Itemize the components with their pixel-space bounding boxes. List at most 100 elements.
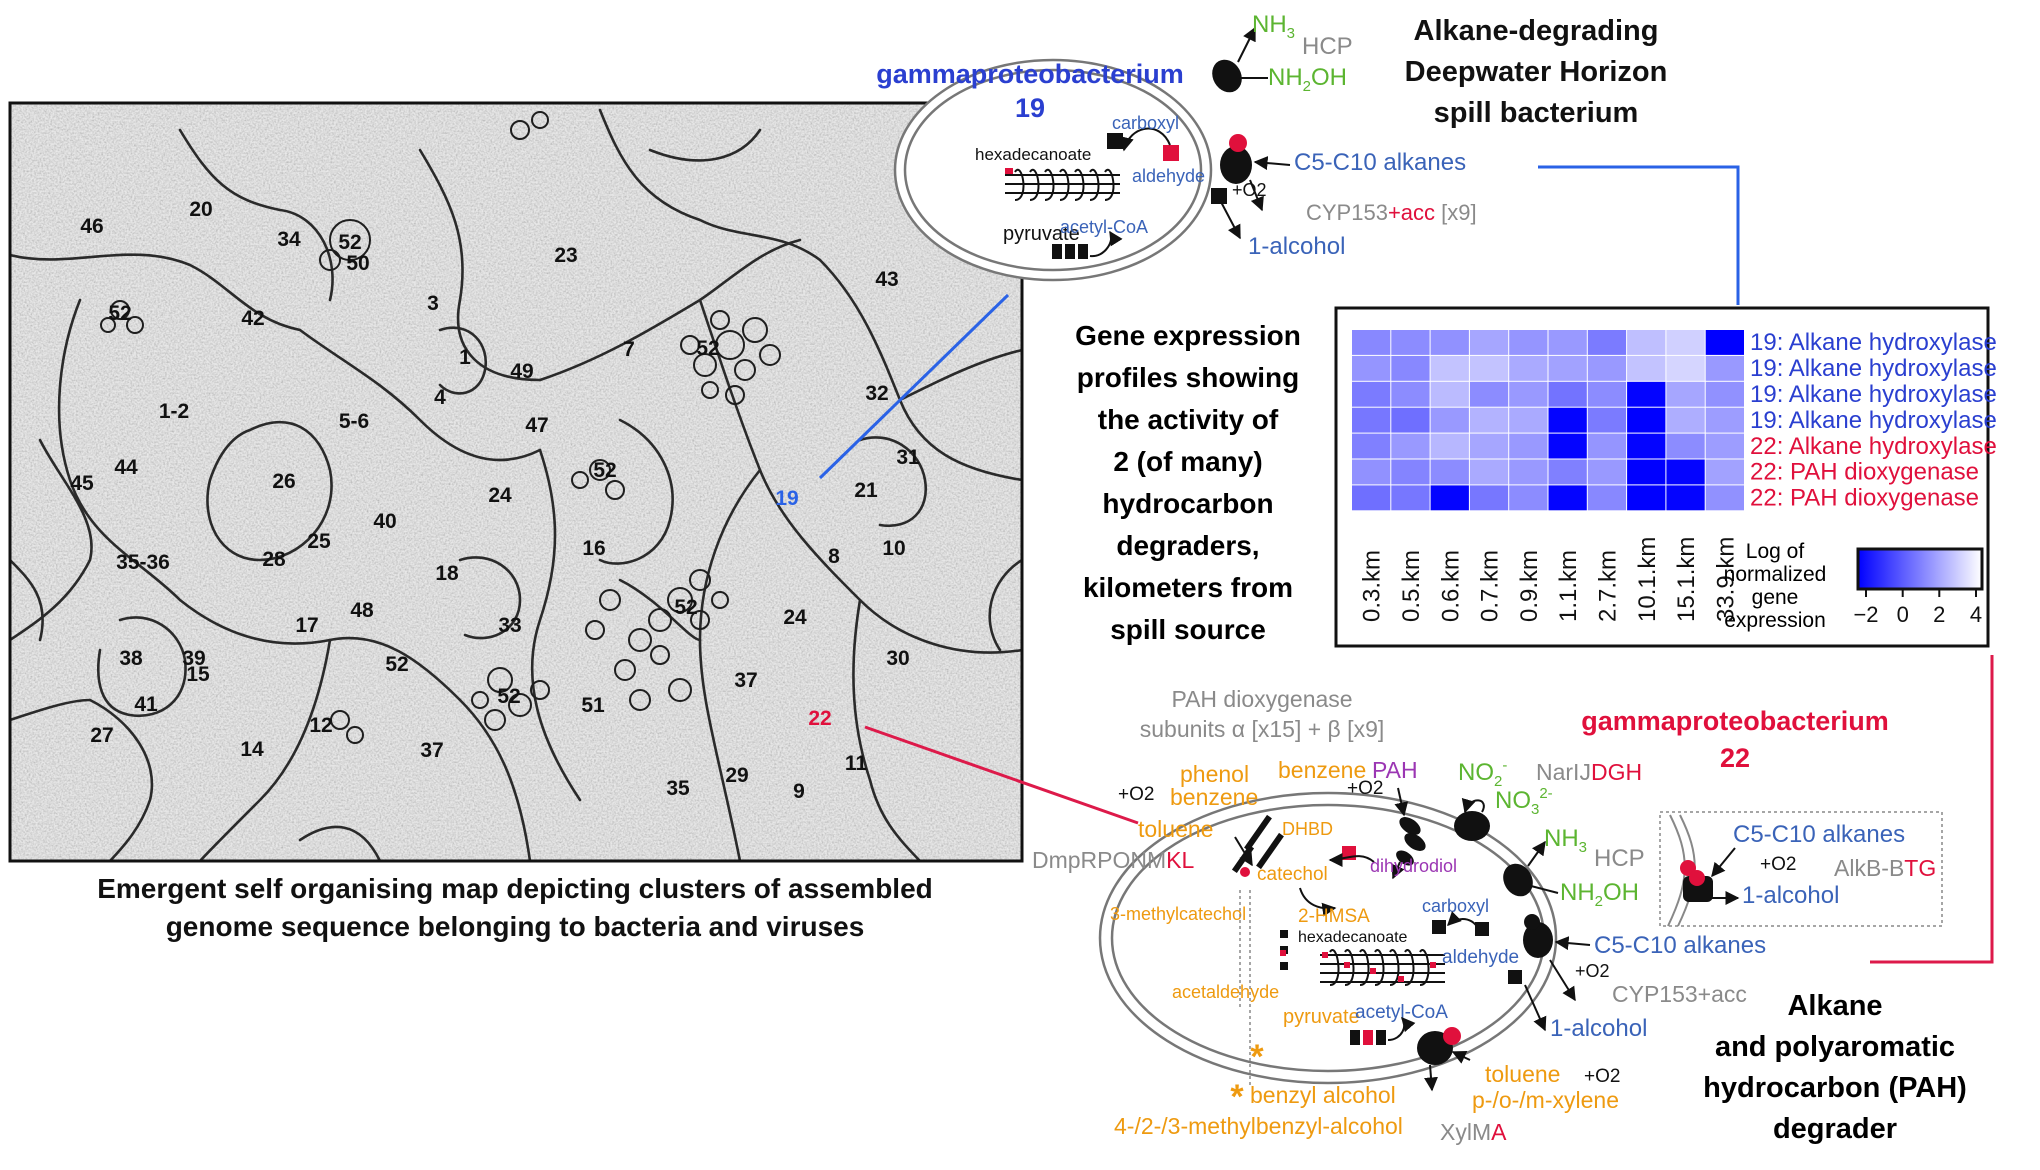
som-cluster-label: 45 <box>70 472 94 495</box>
som-cluster-label: 52 <box>385 653 408 676</box>
heatmap-cell <box>1391 407 1430 433</box>
heatmap-colorbar <box>1856 547 1984 591</box>
bact22-phenol: phenol <box>1180 761 1249 787</box>
pdh-22-icon-3 <box>1376 1030 1386 1045</box>
bact22-toluene-b: toluene <box>1485 1061 1560 1087</box>
expr-line6: degraders, <box>1116 530 1259 561</box>
bact22-methylcatechol: 3-methylcatechol <box>1110 904 1246 924</box>
hexadecanoate-spiral-19-icon <box>1005 168 1120 201</box>
cyp153-19-acc-icon <box>1211 188 1227 204</box>
bact22-hcp: HCP <box>1594 845 1645 872</box>
heatmap-cell <box>1705 485 1744 511</box>
som-cluster-label: 10 <box>882 537 905 560</box>
bact22-alcohol: 1-alcohol <box>1550 1015 1647 1042</box>
bacterium-19-cell: gammaproteobacterium 19 NH3 HCP NH2OH he… <box>876 11 1477 282</box>
bact22-pyruvate: pyruvate <box>1283 1006 1360 1028</box>
heatmap-cell <box>1548 433 1587 459</box>
heatmap-cell <box>1391 459 1430 485</box>
heatmap-cell <box>1509 485 1548 511</box>
pdh-19-icon-3 <box>1078 244 1088 259</box>
heatmap-cell <box>1627 433 1666 459</box>
som-cluster-label: 32 <box>865 382 888 405</box>
heatmap-cell <box>1391 433 1430 459</box>
som-cluster-label: 39 <box>182 647 205 670</box>
som-dense-regions <box>100 111 781 744</box>
heatmap-cell <box>1666 485 1705 511</box>
som-cluster-label: 24 <box>783 606 807 629</box>
heatmap-row-label: 19: Alkane hydroxylase <box>1750 381 1997 408</box>
som-cluster-label: 43 <box>875 268 898 291</box>
heatmap-cell <box>1627 330 1666 355</box>
pdh-22-icon-2 <box>1363 1030 1373 1045</box>
heatmap-column-label: 10.1.km <box>1634 537 1661 622</box>
alkb-box: C5-C10 alkanes +O2 AlkB-BTG 1-alcohol <box>1659 811 1943 927</box>
alkb-label: AlkB-BTG <box>1834 855 1936 881</box>
hexadecanoate-spiral-22-icon <box>1320 948 1445 986</box>
som-cluster-label: 18 <box>435 562 459 585</box>
alkb-box-frame <box>1659 811 1943 927</box>
heatmap-cell <box>1430 433 1469 459</box>
som-caption-line1: Emergent self organising map depicting c… <box>97 873 933 904</box>
heatmap-cell <box>1391 330 1430 355</box>
expr-line8: spill source <box>1110 614 1266 645</box>
heatmap-cell <box>1509 355 1548 381</box>
bact19-o2: +O2 <box>1232 180 1267 200</box>
heatmap-cell <box>1666 459 1705 485</box>
bact19-acetyl-coa: acetyl-CoA <box>1060 217 1148 237</box>
bact22-o2-top: +O2 <box>1347 778 1383 799</box>
som-cluster-label: 44 <box>114 456 138 479</box>
expr-line4: 2 (of many) <box>1113 446 1262 477</box>
acetaldehyde-chain-icon <box>1280 930 1288 970</box>
bacterium-22-cell: PAH dioxygenase subunits α [x15] + β [x9… <box>1032 686 1889 1145</box>
som-cluster-label: 20 <box>189 198 212 221</box>
som-cluster-label: 29 <box>725 764 748 787</box>
cyp153-22-acc-icon <box>1508 970 1522 984</box>
heatmap-cell <box>1469 485 1509 511</box>
heatmap-cell <box>1352 381 1391 407</box>
som-cluster-label: 16 <box>582 537 605 560</box>
bact19-alcohol: 1-alcohol <box>1248 233 1345 260</box>
som-cluster-label: 8 <box>828 545 840 568</box>
som-cluster-label: 49 <box>510 360 533 383</box>
heatmap-cell <box>1548 330 1587 355</box>
som-cluster-label: 15 <box>186 663 210 686</box>
som-cluster-label: 27 <box>90 724 113 747</box>
som-cluster-label: 28 <box>262 548 286 571</box>
bact19-nh3: NH3 <box>1252 11 1295 42</box>
bact22-enzyme-a-icon <box>1432 920 1446 934</box>
heatmap-row-label: 19: Alkane hydroxylase <box>1750 355 1997 382</box>
alkb-iron-icon-2 <box>1689 870 1705 886</box>
heatmap-cell <box>1627 459 1666 485</box>
heatmap-row-label: 19: Alkane hydroxylase <box>1750 407 1997 434</box>
heatmap-cell <box>1352 330 1391 355</box>
bact22-o2-right: +O2 <box>1575 961 1610 981</box>
som-cluster-label: 5-6 <box>339 410 369 433</box>
heatmap-cell <box>1705 330 1744 355</box>
spill-title-line2: Deepwater Horizon <box>1405 56 1668 88</box>
bact22-enzyme-b-icon <box>1475 922 1489 936</box>
som-cluster-label: 17 <box>295 614 318 637</box>
som-cluster-label: 23 <box>554 244 577 267</box>
heatmap-cell <box>1430 407 1469 433</box>
bact22-pah: PAH <box>1372 757 1418 783</box>
connector-spill-heatmap <box>1538 165 1740 305</box>
expr-line1: Gene expression <box>1075 320 1301 351</box>
connector-19-line <box>818 293 1010 480</box>
heatmap-cell <box>1469 355 1509 381</box>
bact22-dihydrodiol: dihydrodiol <box>1370 856 1457 876</box>
som-cluster-label: 41 <box>134 693 158 716</box>
heatmap-cell <box>1666 330 1705 355</box>
heatmap-legend-line2: normalized <box>1724 563 1827 586</box>
colorbar-tick-label: 4 <box>1970 602 1982 627</box>
bact19-aldehyde: aldehyde <box>1132 166 1205 186</box>
pah-title-line2: and polyaromatic <box>1715 1031 1955 1063</box>
bact22-xylene: p-/o-/m-xylene <box>1472 1087 1619 1113</box>
expr-line5: hydrocarbon <box>1102 488 1273 519</box>
heatmap-cell <box>1587 355 1627 381</box>
heatmap-cell <box>1587 459 1627 485</box>
bact19-number: 19 <box>1015 93 1045 123</box>
bact19-alkanes: C5-C10 alkanes <box>1294 149 1466 176</box>
